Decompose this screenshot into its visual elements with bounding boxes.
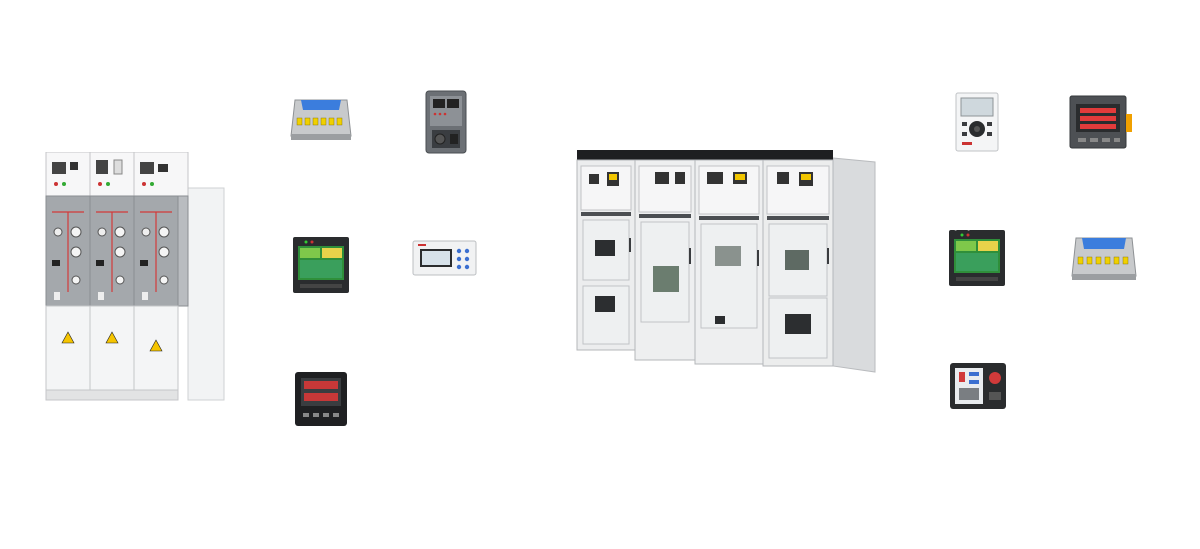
wireless-temperature-transceiver xyxy=(289,96,353,144)
arc-protection-device xyxy=(412,239,477,279)
motor-protection-relay xyxy=(424,90,468,154)
microcomputer-protection-relay xyxy=(954,92,1000,152)
ring-main-unit-drawing xyxy=(45,151,225,401)
temperature-humidity-controller xyxy=(294,371,348,427)
wireless-temperature-transceiver-2 xyxy=(1070,234,1138,284)
switchgear-status-indicator xyxy=(949,362,1007,410)
color-screen-multifunction-meter xyxy=(292,236,350,294)
ring-main-unit xyxy=(44,151,226,404)
color-screen-power-monitor: ɡm‌ing xyxy=(948,225,1006,287)
brand-overlay-text: ɡm‌ing xyxy=(954,225,971,231)
metal-clad-switchgear xyxy=(575,148,877,374)
digital-panel-meter xyxy=(1068,94,1132,150)
